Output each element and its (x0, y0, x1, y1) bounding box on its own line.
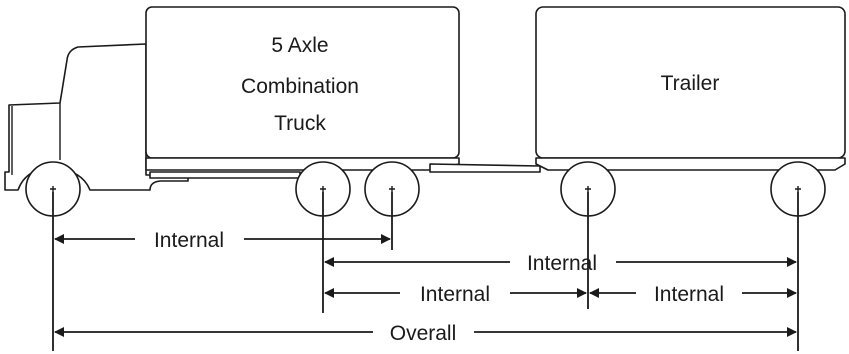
dimension-internal-4: Internal (589, 283, 797, 306)
dimension-internal-3-label: Internal (420, 283, 490, 306)
dimension-internal-2: Internal (324, 252, 797, 275)
dimension-internal-2-label: Internal (527, 252, 597, 275)
truck-body-label-line-3: Truck (274, 112, 326, 135)
extension-lines (52, 192, 799, 351)
dimension-overall: Overall (54, 322, 797, 345)
truck-body-label-line-2: Combination (241, 75, 359, 98)
dimension-internal-4-label: Internal (654, 283, 724, 306)
dimension-internal-1-label: Internal (154, 229, 224, 252)
dimension-overall-label: Overall (390, 322, 457, 345)
trailer-box: Trailer (535, 6, 846, 171)
tow-bar (429, 163, 541, 173)
truck-chassis (149, 171, 301, 179)
dimension-internal-3: Internal (324, 283, 587, 306)
truck-cargo-box: 5 Axle Combination Truck (145, 6, 460, 171)
dimension-internal-1: Internal (54, 229, 391, 252)
trailer-label: Trailer (661, 72, 720, 95)
truck-body-label-line-1: 5 Axle (271, 34, 328, 57)
